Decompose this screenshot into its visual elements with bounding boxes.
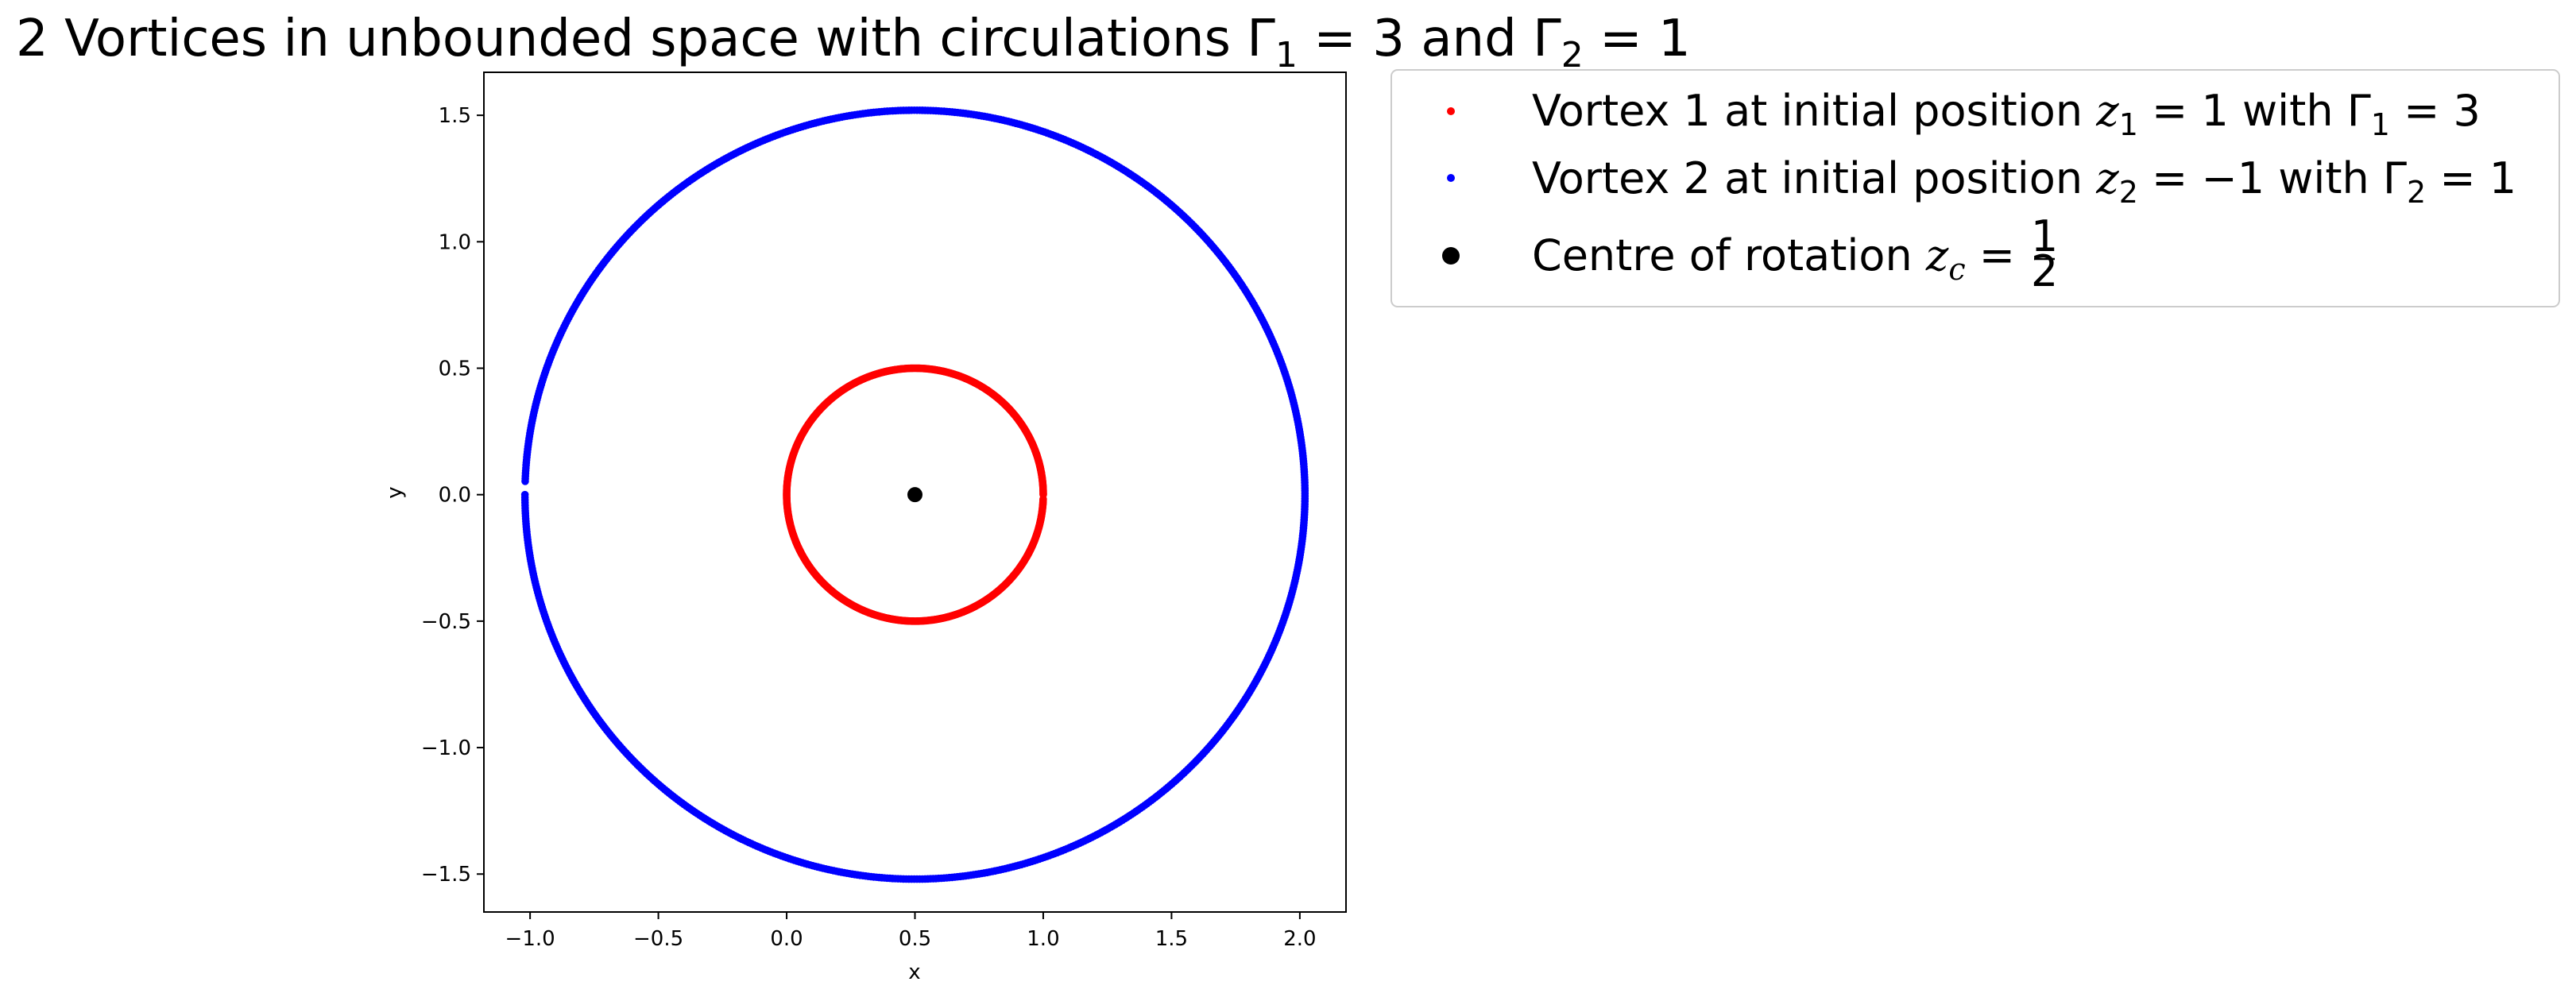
y-tick-label: −1.0	[421, 736, 471, 760]
title-gamma2-eq: = 1	[1584, 10, 1691, 68]
x-tick-label: −0.5	[633, 927, 683, 951]
chart-title: 2 Vortices in unbounded space with circu…	[16, 10, 1691, 75]
title-gamma1-eq: = 3 and	[1298, 10, 1533, 68]
title-gamma2: Γ	[1533, 10, 1561, 68]
x-tick-label: 0.5	[899, 927, 931, 951]
legend-marker-centre	[1442, 247, 1460, 265]
legend-marker-vortex-2	[1447, 174, 1455, 182]
legend-fraction-denominator: 2	[2031, 246, 2058, 296]
y-tick-label: −0.5	[421, 610, 471, 634]
title-gamma2-sub: 2	[1561, 35, 1584, 75]
x-tick-label: −1.0	[505, 927, 555, 951]
title-prefix: 2 Vortices in unbounded space with circu…	[16, 10, 1247, 68]
y-axis-label: y	[383, 486, 407, 498]
y-axis-ticks: −1.5 −1.0 −0.5 0.0 0.5 1.0 1.5	[421, 104, 484, 887]
y-tick-label: 0.5	[439, 357, 471, 381]
y-tick-label: 0.0	[439, 484, 471, 508]
x-axis-label: x	[908, 960, 920, 984]
title-gamma1-sub: 1	[1275, 35, 1298, 75]
legend-label-vortex-2: Vortex 2 at initial position z2 = −1 wit…	[1532, 153, 2516, 210]
title-gamma1: Γ	[1247, 10, 1275, 68]
legend-box	[1390, 69, 2560, 307]
legend-marker-vortex-1	[1447, 107, 1455, 115]
series-2	[520, 106, 1309, 883]
x-tick-label: 0.0	[770, 927, 803, 951]
series-1	[783, 364, 1047, 625]
legend-fraction-numerator: 1	[2031, 211, 2058, 261]
x-tick-label: 1.0	[1027, 927, 1059, 951]
series-3	[907, 487, 922, 503]
x-axis-ticks: −1.0 −0.5 0.0 0.5 1.0 1.5 2.0	[505, 912, 1317, 951]
series-layer	[520, 106, 1309, 883]
y-tick-label: 1.5	[439, 104, 471, 128]
x-tick-label: 1.5	[1155, 927, 1188, 951]
trajectory-point	[1039, 495, 1047, 504]
legend-label-vortex-1: Vortex 1 at initial position z1 = 1 with…	[1532, 86, 2481, 142]
y-tick-label: −1.5	[421, 863, 471, 887]
x-tick-label: 2.0	[1283, 927, 1316, 951]
centre-point	[907, 487, 922, 503]
y-tick-label: 1.0	[439, 230, 471, 254]
trajectory-point	[521, 477, 529, 485]
legend: Vortex 1 at initial position z1 = 1 with…	[1390, 69, 2560, 307]
legend-label-centre: Centre of rotation zc =	[1532, 230, 2015, 287]
